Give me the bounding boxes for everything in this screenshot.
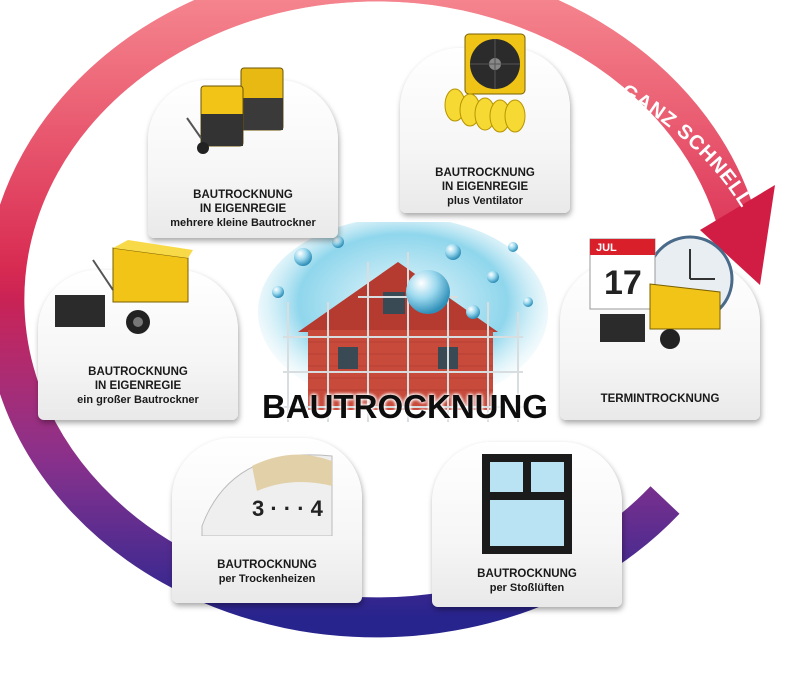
- card-lueften-text: BAUTROCKNUNG per Stoßlüften: [477, 568, 577, 594]
- svg-text:JUL: JUL: [596, 242, 617, 254]
- svg-text:3 · · · 4: 3 · · · 4: [252, 496, 324, 521]
- label-ganz-langsam: GANZ LANGSAM: [299, 640, 483, 672]
- center-house-illustration: [258, 222, 548, 422]
- multiple-dryers-icon: [186, 67, 284, 154]
- fan-icon: [444, 33, 526, 133]
- label-schneller: SCHNELLER: [275, 14, 416, 53]
- card-ventilator: BAUTROCKNUNG IN EIGENREGIE plus Ventilat…: [400, 33, 570, 213]
- card-lueften: BAUTROCKNUNG per Stoßlüften: [432, 442, 622, 607]
- card-heizen: 3 · · · 4 BAUTROCKNUNG per Trockenheizen: [172, 438, 362, 603]
- window-icon: [482, 454, 572, 554]
- card-ventilator-text: BAUTROCKNUNG IN EIGENREGIE plus Ventilat…: [435, 167, 535, 207]
- card-multiple-dryers: BAUTROCKNUNG IN EIGENREGIE mehrere klein…: [148, 67, 338, 238]
- ring-arrow-icon: [700, 185, 775, 285]
- calendar-clock-icon: JUL 17: [589, 235, 734, 349]
- card-heizen-text: BAUTROCKNUNG per Trockenheizen: [217, 559, 317, 585]
- card-single-dryer: BAUTROCKNUNG IN EIGENREGIE ein großer Ba…: [38, 240, 238, 420]
- card-multiple-dryers-text: BAUTROCKNUNG IN EIGENREGIE mehrere klein…: [170, 189, 316, 229]
- thermostat-icon: 3 · · · 4: [201, 454, 333, 536]
- card-single-dryer-text: BAUTROCKNUNG IN EIGENREGIE ein großer Ba…: [77, 366, 199, 406]
- svg-text:17: 17: [604, 264, 642, 302]
- card-termin-text: TERMINTROCKNUNG: [600, 393, 720, 405]
- center-title: BAUTROCKNUNG: [262, 388, 548, 425]
- card-termin: JUL 17 TERMINTROCKNUNG: [560, 235, 760, 420]
- large-dryer-icon: [55, 240, 193, 334]
